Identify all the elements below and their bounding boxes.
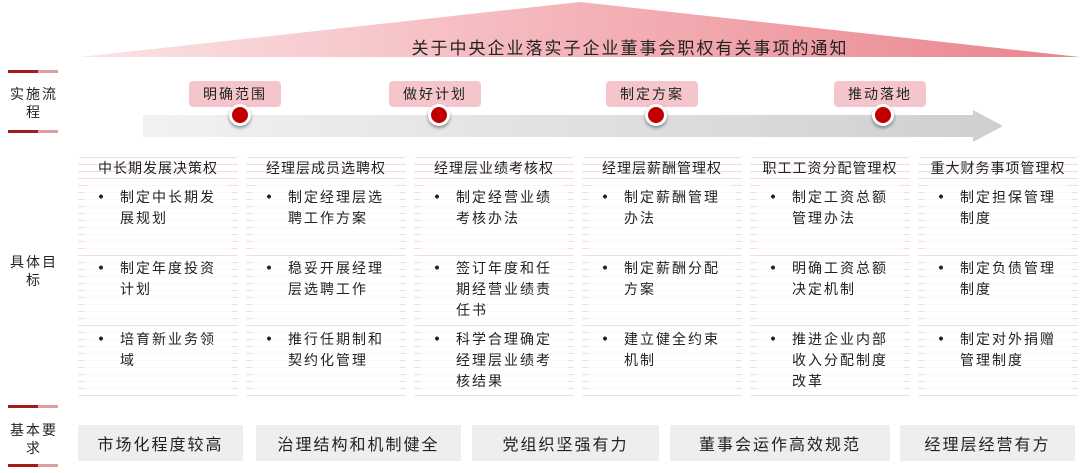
goal-text: 制定担保管理制度 — [960, 190, 1056, 227]
goal-text: 制定对外捐赠管理制度 — [960, 332, 1056, 369]
page-title: 关于中央企业落实子企业董事会职权有关事项的通知 — [411, 39, 849, 59]
goal-item: • 制定经营业绩考核办法 — [420, 185, 568, 251]
row-label-process: 实施流程 — [10, 87, 58, 121]
bullet-icon: • — [600, 261, 612, 277]
goal-item: • 推进企业内部收入分配制度改革 — [756, 327, 904, 393]
bullet-icon: • — [96, 261, 108, 277]
goal-item: • 制定经理层选聘工作方案 — [252, 185, 400, 251]
bullet-icon: • — [936, 332, 948, 348]
row-label-goals: 具体目标 — [10, 255, 58, 289]
bullet-icon: • — [96, 332, 108, 348]
goal-text: 明确工资总额决定机制 — [792, 261, 888, 298]
goal-text: 制定薪酬管理办法 — [624, 190, 720, 227]
step-pill: 明确范围 — [189, 81, 281, 107]
column-header: 经理层成员选聘权 — [266, 161, 386, 177]
goal-text: 推行任期制和契约化管理 — [288, 332, 384, 369]
process-arrow — [143, 110, 1003, 142]
divider — [8, 70, 58, 73]
goal-text: 推进企业内部收入分配制度改革 — [792, 332, 888, 390]
step-dot-icon — [229, 104, 251, 126]
bullet-icon: • — [432, 190, 444, 206]
bullet-icon: • — [768, 261, 780, 277]
bullet-icon: • — [936, 190, 948, 206]
bullet-icon: • — [600, 332, 612, 348]
title-banner — [80, 2, 1080, 57]
bullet-icon: • — [600, 190, 612, 206]
goal-item: • 建立健全约束机制 — [588, 327, 736, 393]
authority-column: 经理层业绩考核权 • 制定经营业绩考核办法 • 签订年度和任期经营业绩责任书 • 科学合理确… — [414, 152, 574, 402]
step-pill: 做好计划 — [389, 81, 481, 107]
goal-item: • 制定年度投资计划 — [84, 256, 232, 322]
column-header: 经理层薪酬管理权 — [602, 161, 722, 177]
divider — [8, 405, 58, 408]
requirement: 经理层经营有方 — [900, 425, 1075, 461]
bullet-icon: • — [264, 261, 276, 277]
bullet-icon: • — [96, 190, 108, 206]
bullet-icon: • — [264, 190, 276, 206]
row-label-requirements: 基本要求 — [10, 423, 58, 457]
authority-column: 经理层薪酬管理权 • 制定薪酬管理办法 • 制定薪酬分配方案 • 建立健全约束机制 — [582, 152, 742, 402]
goal-text: 科学合理确定经理层业绩考核结果 — [456, 332, 552, 390]
goal-item: • 制定薪酬管理办法 — [588, 185, 736, 251]
goal-text: 培育新业务领域 — [120, 332, 216, 369]
step-pill: 制定方案 — [606, 81, 698, 107]
divider — [8, 130, 58, 133]
column-header: 重大财务事项管理权 — [930, 161, 1066, 177]
column-header: 职工工资分配管理权 — [762, 161, 898, 177]
goal-text: 制定经营业绩考核办法 — [456, 190, 552, 227]
goal-item: • 明确工资总额决定机制 — [756, 256, 904, 322]
goal-item: • 制定薪酬分配方案 — [588, 256, 736, 322]
bullet-icon: • — [768, 190, 780, 206]
goal-text: 签订年度和任期经营业绩责任书 — [456, 261, 552, 319]
requirement: 治理结构和机制健全 — [256, 425, 461, 461]
goal-text: 制定中长期发展规划 — [120, 190, 216, 227]
bullet-icon: • — [432, 332, 444, 348]
bullet-icon: • — [768, 332, 780, 348]
goal-text: 建立健全约束机制 — [624, 332, 720, 369]
goal-item: • 制定负债管理制度 — [924, 256, 1072, 322]
goal-item: • 稳妥开展经理层选聘工作 — [252, 256, 400, 322]
column-header: 经理层业绩考核权 — [434, 161, 554, 177]
goal-item: • 制定担保管理制度 — [924, 185, 1072, 251]
authority-column: 职工工资分配管理权 • 制定工资总额管理办法 • 明确工资总额决定机制 • 推进企业内部收入… — [750, 152, 910, 402]
bullet-icon: • — [432, 261, 444, 277]
authority-column: 经理层成员选聘权 • 制定经理层选聘工作方案 • 稳妥开展经理层选聘工作 • 推行任期制和契… — [246, 152, 406, 402]
goal-text: 稳妥开展经理层选聘工作 — [288, 261, 384, 298]
step-dot-icon — [428, 104, 450, 126]
requirement: 市场化程度较高 — [78, 425, 243, 461]
step-dot-icon — [872, 104, 894, 126]
divider — [8, 464, 58, 467]
goal-text: 制定工资总额管理办法 — [792, 190, 888, 227]
goal-text: 制定负债管理制度 — [960, 261, 1056, 298]
column-header: 中长期发展决策权 — [98, 161, 218, 177]
goal-item: • 制定中长期发展规划 — [84, 185, 232, 251]
requirement: 党组织坚强有力 — [472, 425, 659, 461]
step-pill: 推动落地 — [834, 81, 926, 107]
authority-column: 中长期发展决策权 • 制定中长期发展规划 • 制定年度投资计划 • 培育新业务领域 — [78, 152, 238, 402]
step-dot-icon — [645, 104, 667, 126]
goal-item: • 制定工资总额管理办法 — [756, 185, 904, 251]
authority-column: 重大财务事项管理权 • 制定担保管理制度 • 制定负债管理制度 • 制定对外捐赠管理制度 — [918, 152, 1078, 402]
goal-item: • 推行任期制和契约化管理 — [252, 327, 400, 393]
goal-text: 制定年度投资计划 — [120, 261, 216, 298]
goal-text: 制定薪酬分配方案 — [624, 261, 720, 298]
bullet-icon: • — [936, 261, 948, 277]
goal-item: • 制定对外捐赠管理制度 — [924, 327, 1072, 393]
goal-item: • 签订年度和任期经营业绩责任书 — [420, 256, 568, 322]
goal-item: • 科学合理确定经理层业绩考核结果 — [420, 327, 568, 393]
goal-item: • 培育新业务领域 — [84, 327, 232, 393]
bullet-icon: • — [264, 332, 276, 348]
requirement: 董事会运作高效规范 — [670, 425, 890, 461]
goal-text: 制定经理层选聘工作方案 — [288, 190, 384, 227]
